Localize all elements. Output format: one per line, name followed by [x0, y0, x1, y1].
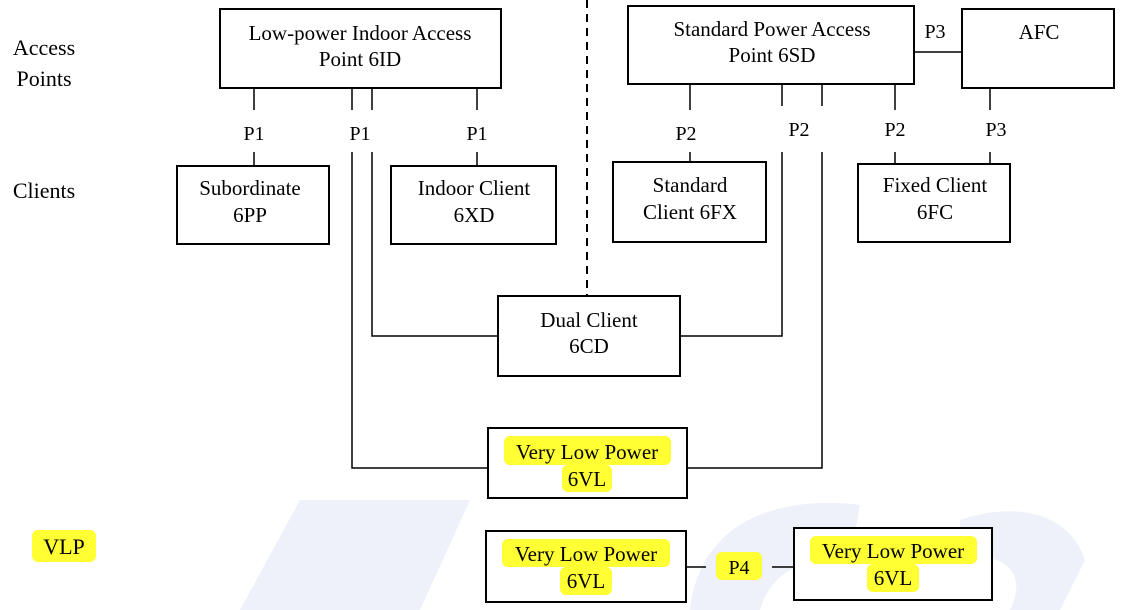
node-sp-access-point: Standard Power Access Point 6SD: [627, 5, 915, 85]
node-standard-client-line2: Client 6FX: [643, 200, 737, 224]
node-subordinate-box: [176, 165, 330, 245]
node-vlp-right-line1: Very Low Power: [822, 539, 964, 563]
label-p1-subordinate: P1: [243, 123, 264, 145]
label-p2-standard: P2: [675, 123, 696, 145]
label-p1-lpi-middle: P1: [349, 123, 370, 145]
node-vlp-middle-line1: Very Low Power: [516, 440, 658, 464]
row-label-access-points-line2: Points: [16, 66, 71, 91]
node-fixed-client: Fixed Client 6FC: [857, 163, 1011, 243]
node-indoor-client-line1: Indoor Client: [418, 176, 531, 200]
node-vlp-middle-highlight-line2: [562, 465, 612, 492]
row-label-access-points: Access Points: [13, 35, 75, 91]
node-vlp-left-highlight-line2: [560, 567, 612, 595]
node-lpi-access-point: Low-power Indoor Access Point 6ID: [219, 8, 502, 89]
node-standard-client: Standard Client 6FX: [612, 161, 767, 243]
node-vlp-left-line1: Very Low Power: [515, 542, 657, 566]
node-vlp-left-highlight-line1: [502, 539, 670, 567]
link-sp-dual-route: [680, 152, 783, 337]
node-vlp-middle-highlight-line1: [504, 436, 671, 465]
label-p4: P4: [728, 557, 749, 579]
node-vlp-middle: Very Low Power 6VL: [487, 427, 688, 499]
node-subordinate-line1: Subordinate: [199, 176, 300, 200]
label-p3-sp-afc: P3: [924, 21, 945, 43]
node-vlp-right: Very Low Power 6VL: [793, 527, 993, 601]
row-label-clients: Clients: [13, 178, 75, 203]
node-sp-access-point-box: [627, 5, 915, 85]
row-label-vlp: VLP: [43, 534, 85, 559]
node-vlp-middle-line2: 6VL: [568, 467, 607, 491]
node-lpi-access-point-line1: Low-power Indoor Access: [249, 21, 472, 45]
node-sp-access-point-line1: Standard Power Access: [673, 17, 870, 41]
node-afc-box: [961, 8, 1115, 89]
node-fixed-client-box: [857, 163, 1011, 243]
node-dual-client-box: [497, 295, 681, 377]
node-subordinate: Subordinate 6PP: [176, 165, 330, 245]
node-fixed-client-line2: 6FC: [917, 200, 953, 224]
label-p4-highlight: [716, 552, 762, 580]
row-label-vlp-highlight: [32, 530, 96, 562]
label-p1-indoor: P1: [466, 123, 487, 145]
node-vlp-left-line2: 6VL: [567, 569, 606, 593]
watermark-shape-left: [240, 500, 470, 610]
link-lpi-dual-route: [371, 152, 498, 337]
label-p2-sp-middle: P2: [788, 119, 809, 141]
node-vlp-right-line2: 6VL: [874, 566, 913, 590]
link-lpi-vlp-route: [351, 152, 488, 469]
node-sp-access-point-line2: Point 6SD: [729, 43, 816, 67]
link-sp-vlp-route: [688, 152, 823, 469]
node-subordinate-line2: 6PP: [233, 203, 267, 227]
node-dual-client: Dual Client 6CD: [497, 295, 681, 377]
node-lpi-access-point-box: [219, 8, 502, 89]
node-afc-label: AFC: [1019, 20, 1060, 44]
node-dual-client-line2: 6CD: [569, 334, 609, 358]
node-dual-client-line1: Dual Client: [540, 308, 638, 332]
node-vlp-left: Very Low Power 6VL: [485, 530, 687, 603]
node-indoor-client-line2: 6XD: [454, 203, 495, 227]
node-vlp-right-highlight-line2: [867, 564, 919, 592]
node-indoor-client-box: [390, 165, 557, 245]
node-standard-client-box: [612, 161, 767, 243]
node-fixed-client-line1: Fixed Client: [883, 173, 988, 197]
node-afc: AFC: [961, 8, 1115, 89]
label-p3-afc-fixed: P3: [985, 119, 1006, 141]
node-standard-client-line1: Standard: [653, 173, 728, 197]
node-indoor-client: Indoor Client 6XD: [390, 165, 557, 245]
node-vlp-right-highlight-line1: [810, 536, 977, 564]
row-label-access-points-line1: Access: [13, 35, 75, 60]
label-p2-fixed: P2: [884, 119, 905, 141]
node-lpi-access-point-line2: Point 6ID: [319, 47, 401, 71]
